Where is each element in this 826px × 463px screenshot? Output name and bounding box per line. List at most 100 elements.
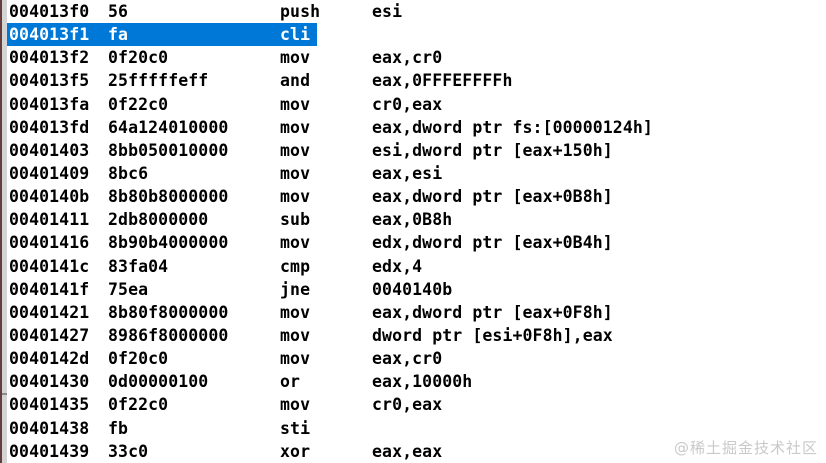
instruction-bytes: 75ea xyxy=(108,279,149,299)
instruction-highlight-region: 00401430 0d00000100 or xyxy=(7,370,372,393)
instruction-bytes: fa xyxy=(108,25,129,45)
disasm-row[interactable]: 004013f0 56 push esi xyxy=(7,0,826,23)
instruction-address: 004013f0 xyxy=(9,2,90,21)
instruction-operands: eax,cr0 xyxy=(372,349,443,369)
instruction-address: 004013fd xyxy=(9,117,90,137)
instruction-address: 004013fa xyxy=(9,94,90,114)
instruction-address: 0040142d xyxy=(9,349,90,369)
instruction-address: 0040141f xyxy=(9,279,90,299)
instruction-bytes: 8b90b4000000 xyxy=(108,233,229,253)
instruction-mnemonic: jne xyxy=(280,279,311,299)
disasm-row[interactable]: 00401411 2db8000000 sub eax,0B8h xyxy=(7,208,826,231)
instruction-mnemonic: mov xyxy=(280,325,311,345)
instruction-bytes: 8bc6 xyxy=(108,163,149,183)
instruction-bytes: 0f22c0 xyxy=(108,94,169,114)
instruction-bytes: 0f20c0 xyxy=(108,48,169,68)
instruction-bytes: 56 xyxy=(108,2,129,21)
instruction-operands: eax,0FFFEFFFFh xyxy=(372,71,513,91)
instruction-bytes: 8bb050010000 xyxy=(108,140,229,160)
instruction-bytes: 8b80f8000000 xyxy=(108,302,229,322)
disasm-row[interactable]: 0040141f 75ea jne 0040140b xyxy=(7,278,826,301)
instruction-operands: eax,cr0 xyxy=(372,48,443,68)
instruction-operands: eax,dword ptr [eax+0B8h] xyxy=(372,187,613,207)
instruction-address: 00401439 xyxy=(9,441,90,461)
instruction-mnemonic: mov xyxy=(280,302,311,322)
disasm-row[interactable]: 00401421 8b80f8000000 mov eax,dword ptr [ea… xyxy=(7,301,826,324)
instruction-highlight-region: 004013fa 0f22c0 mov xyxy=(7,93,372,116)
instruction-mnemonic: mov xyxy=(280,233,311,253)
instruction-operands: eax,dword ptr fs:[00000124h] xyxy=(372,117,653,137)
instruction-address: 004013f1 xyxy=(9,25,90,45)
instruction-highlight-region: 00401409 8bc6 mov xyxy=(7,162,372,185)
disasm-row[interactable]: 00401438 fb sti xyxy=(7,417,826,440)
instruction-bytes: 83fa04 xyxy=(108,256,169,276)
instruction-operands: cr0,eax xyxy=(372,395,443,415)
instruction-address: 00401435 xyxy=(9,395,90,415)
instruction-address: 0040140b xyxy=(9,187,90,207)
left-gutter xyxy=(2,0,7,463)
instruction-operands: eax,dword ptr [eax+0F8h] xyxy=(372,302,613,322)
instruction-mnemonic: mov xyxy=(280,94,311,114)
instruction-mnemonic: mov xyxy=(280,163,311,183)
instruction-operands: eax,10000h xyxy=(372,372,473,392)
instruction-address: 0040141c xyxy=(9,256,90,276)
instruction-operands: edx,4 xyxy=(372,256,423,276)
instruction-address: 00401421 xyxy=(9,302,90,322)
instruction-bytes: 0d00000100 xyxy=(108,372,209,392)
window-left-border xyxy=(0,0,2,463)
instruction-mnemonic: sub xyxy=(280,210,311,230)
instruction-highlight-region: 0040141f 75ea jne xyxy=(7,278,372,301)
instruction-operands: edx,dword ptr [eax+0B4h] xyxy=(372,233,613,253)
instruction-mnemonic: mov xyxy=(280,187,311,207)
gutter-mark xyxy=(2,393,7,395)
instruction-address: 004013f2 xyxy=(9,48,90,68)
instruction-highlight-region: 004013f0 56 push xyxy=(7,0,372,23)
instruction-mnemonic: mov xyxy=(280,349,311,369)
instruction-address: 00401411 xyxy=(9,210,90,230)
instruction-mnemonic: push xyxy=(280,2,321,21)
instruction-address: 00401430 xyxy=(9,372,90,392)
instruction-address: 00401438 xyxy=(9,418,90,438)
instruction-bytes: 2db8000000 xyxy=(108,210,209,230)
instruction-bytes: fb xyxy=(108,418,129,438)
disasm-row[interactable]: 00401409 8bc6 mov eax,esi xyxy=(7,162,826,185)
instruction-mnemonic: xor xyxy=(280,441,311,461)
instruction-operands: dword ptr [esi+0F8h],eax xyxy=(372,325,613,345)
instruction-operands: 0040140b xyxy=(372,279,453,299)
instruction-bytes: 64a124010000 xyxy=(108,117,229,137)
disasm-row[interactable]: 00401430 0d00000100 or eax,10000h xyxy=(7,370,826,393)
instruction-operands: eax,0B8h xyxy=(372,210,453,230)
instruction-bytes: 8986f8000000 xyxy=(108,325,229,345)
instruction-mnemonic: mov xyxy=(280,140,311,160)
instruction-operands: esi xyxy=(372,2,403,21)
instruction-operands: eax,esi xyxy=(372,163,443,183)
instruction-mnemonic: and xyxy=(280,71,311,91)
instruction-address: 00401409 xyxy=(9,163,90,183)
instruction-mnemonic: or xyxy=(280,372,301,392)
instruction-mnemonic: sti xyxy=(280,418,311,438)
